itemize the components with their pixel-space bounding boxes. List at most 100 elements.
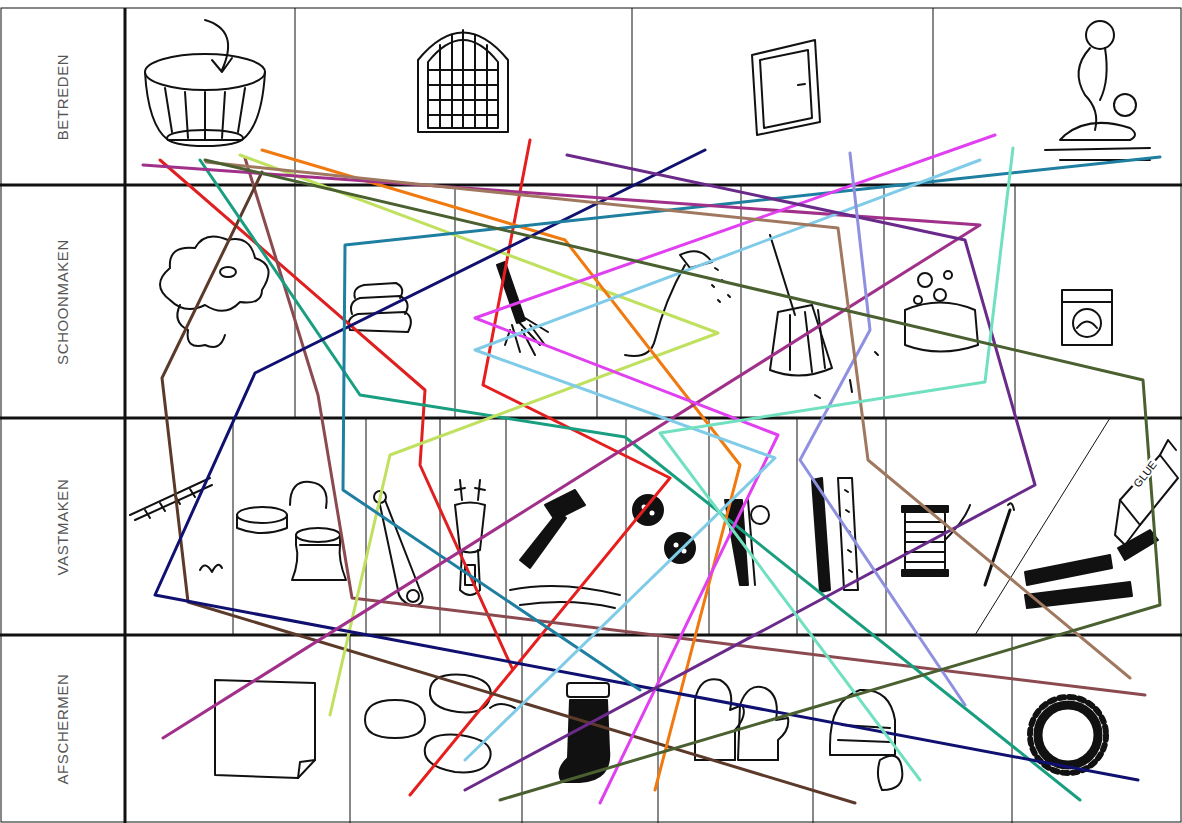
- sketch-stroke: [597, 185, 598, 418]
- combination-line: [262, 150, 740, 790]
- row-band: BETREDEN: [0, 8, 124, 185]
- combination-line: [155, 150, 1138, 780]
- sketch-stroke: [884, 185, 885, 418]
- sketch-stroke: [440, 418, 441, 635]
- sketch-stroke: [365, 700, 425, 738]
- sketch-stroke: [1120, 455, 1178, 525]
- sketch-stroke: [520, 512, 566, 568]
- sketch-stroke: [741, 185, 742, 418]
- sketch-stroke: [567, 683, 609, 697]
- row-label: VASTMAKEN: [54, 478, 71, 575]
- needle-sketch: [985, 503, 1014, 585]
- sketch-stroke: [407, 590, 419, 602]
- combination-line: [800, 153, 965, 705]
- sketch-stroke: [165, 88, 245, 140]
- sketch-stroke: [237, 515, 287, 533]
- row-label: BETREDEN: [54, 53, 71, 139]
- sketch-stroke: [797, 418, 798, 635]
- jar-sketch: [237, 482, 346, 580]
- sketch-stroke: [632, 8, 633, 185]
- row-band: VASTMAKEN: [0, 418, 124, 635]
- combination-line: [206, 162, 1130, 678]
- sketch-stroke: [506, 418, 507, 635]
- chart-grid: [0, 8, 1182, 823]
- sketch-stroke: [1079, 48, 1107, 130]
- sketch-stroke: [1062, 290, 1112, 345]
- sketch-stroke: [1045, 148, 1150, 160]
- sketch-stroke: [1008, 503, 1014, 510]
- sketch-stroke: [1060, 123, 1135, 140]
- sketch-stroke: [145, 489, 195, 518]
- window-sketch: [418, 30, 508, 132]
- sketch-stroke: [0, 184, 1182, 187]
- sketch-stroke: [298, 760, 315, 778]
- sketch-stroke: [1114, 94, 1136, 116]
- combination-line: [660, 148, 1013, 780]
- sketch-stroke: [878, 756, 902, 790]
- row-label: SCHOONMAKEN: [54, 239, 71, 365]
- hammer-sketch: [510, 490, 620, 608]
- sketch-stroke: [674, 543, 679, 548]
- sketch-stroke: [902, 570, 948, 576]
- sketch-stroke: [1086, 21, 1114, 49]
- sketch-stroke: [200, 565, 222, 572]
- sketch-stroke: [350, 635, 351, 823]
- combination-line: [465, 160, 980, 760]
- sketch-stroke: [233, 418, 234, 635]
- sketch-stroke: [220, 267, 236, 277]
- sketch-stroke: [751, 506, 769, 524]
- sketch-stroke: [455, 480, 485, 500]
- towels-sketch: [349, 283, 411, 332]
- sketch-stroke: [944, 271, 952, 279]
- row-label: AFSCHERMEN: [54, 673, 71, 784]
- sketch-stroke: [205, 20, 232, 72]
- sketch-stroke: [812, 478, 830, 592]
- combination-line: [465, 155, 1035, 790]
- sketch-stroke: [1015, 185, 1016, 418]
- sketch-stroke: [813, 635, 814, 823]
- door-sketch: [752, 40, 820, 135]
- sketch-stroke: [428, 30, 498, 128]
- sketch-stroke: [1, 8, 1181, 822]
- combination-line: [475, 135, 995, 803]
- bowl-sketch: [145, 20, 265, 146]
- sketch-stroke: [1160, 440, 1176, 455]
- sketch-stroke: [1012, 635, 1013, 823]
- sketch-stroke: [905, 522, 945, 562]
- sketch-stroke: [1073, 309, 1101, 337]
- sketch-stroke: [798, 84, 805, 85]
- sketch-icons: [130, 20, 1178, 790]
- sketch-stroke: [709, 418, 710, 635]
- row-band: AFSCHERMEN: [0, 635, 124, 823]
- sketch-stroke: [145, 72, 265, 140]
- sketch-stroke: [760, 50, 812, 128]
- clip-sketch: [725, 500, 769, 585]
- combination-lines: [143, 135, 1160, 803]
- sketch-stroke: [886, 418, 887, 635]
- sketch-stroke: [177, 305, 225, 347]
- sketch-stroke: [650, 511, 655, 516]
- sketch-stroke: [1062, 301, 1112, 303]
- sketch-stroke: [292, 535, 346, 580]
- sketch-stroke: [1025, 555, 1112, 585]
- washing-machine-sketch: [1062, 290, 1112, 345]
- sketch-stroke: [658, 635, 659, 823]
- buttons-sketch: [633, 495, 695, 563]
- sketch-stroke: [770, 235, 795, 315]
- cloud-sketch: [160, 236, 269, 347]
- sketch-stroke: [1077, 322, 1097, 329]
- sketch-stroke: [300, 544, 340, 546]
- sketch-stroke: [752, 40, 820, 135]
- sketch-stroke: [934, 289, 946, 301]
- sketch-stroke: [914, 296, 922, 304]
- sketch-stroke: [237, 507, 287, 523]
- sock-sketch: [560, 683, 610, 782]
- sketch-stroke: [0, 417, 1182, 420]
- sketch-stroke: [695, 679, 744, 760]
- sketch-stroke: [665, 533, 695, 563]
- sketch-stroke: [135, 485, 212, 520]
- sketch-stroke: [354, 283, 402, 298]
- combination-line: [205, 160, 1160, 800]
